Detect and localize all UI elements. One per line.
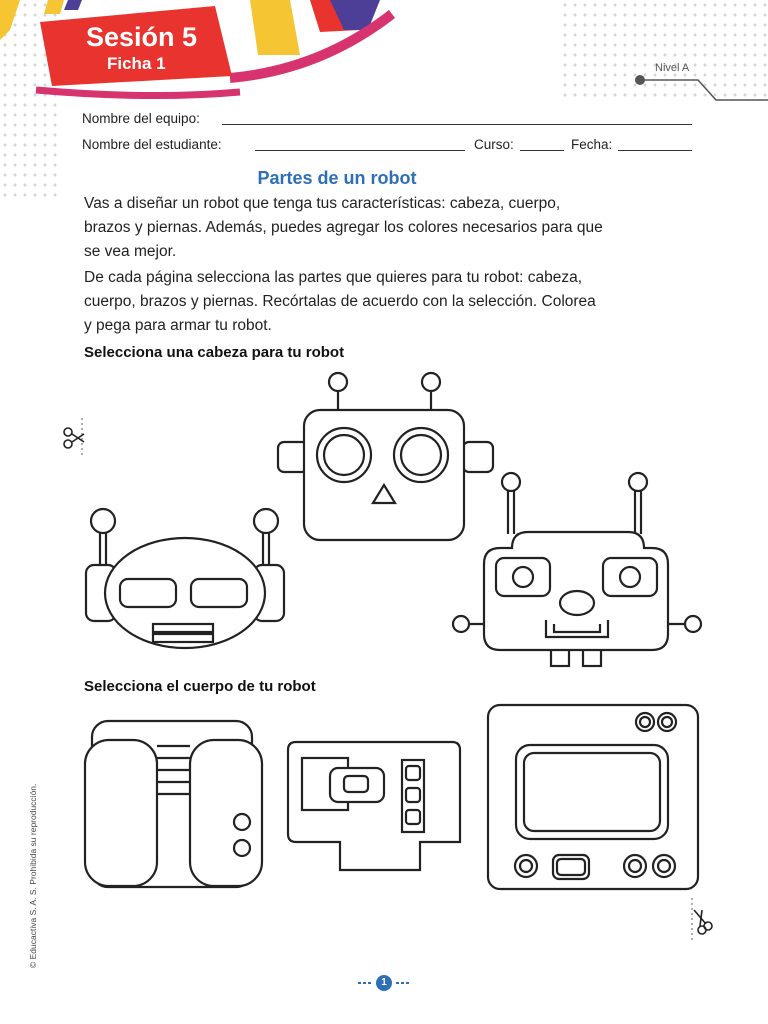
date-field[interactable] — [618, 150, 692, 151]
robot-head-oval[interactable] — [84, 507, 286, 650]
header-banner — [0, 0, 768, 101]
student-name-field[interactable] — [255, 150, 465, 151]
session-title: Sesión 5 — [86, 22, 198, 52]
page-title: Partes de un robot — [257, 168, 417, 188]
copyright-notice: © Educactiva S. A. S. Prohibida su repro… — [28, 783, 38, 968]
scissors-icon — [691, 898, 713, 940]
sheet-label: Ficha 1 — [107, 54, 166, 73]
page-number: 1 — [376, 975, 392, 991]
student-name-label: Nombre del estudiante: — [82, 137, 222, 152]
course-label: Curso: — [474, 137, 514, 152]
robot-head-square[interactable] — [276, 371, 495, 542]
dot-pattern-right — [560, 0, 768, 100]
team-name-label: Nombre del equipo: — [82, 111, 200, 126]
robot-head-cross[interactable] — [451, 471, 703, 668]
section-heads-title: Selecciona una cabeza para tu robot — [84, 344, 345, 361]
scissors-icon — [63, 418, 85, 458]
instructions-paragraph: De cada página selecciona las partes que… — [84, 269, 596, 334]
team-name-field[interactable] — [222, 124, 692, 125]
robot-body-barrel[interactable] — [83, 719, 264, 889]
course-field[interactable] — [520, 150, 564, 151]
level-label: Nivel A — [655, 62, 690, 74]
date-label: Fecha: — [571, 137, 613, 152]
intro-paragraph: Vas a diseñar un robot que tenga tus car… — [84, 195, 603, 260]
robot-body-panel[interactable] — [286, 740, 462, 872]
section-bodies-title: Selecciona el cuerpo de tu robot — [84, 678, 316, 695]
robot-body-monitor[interactable] — [486, 703, 700, 891]
